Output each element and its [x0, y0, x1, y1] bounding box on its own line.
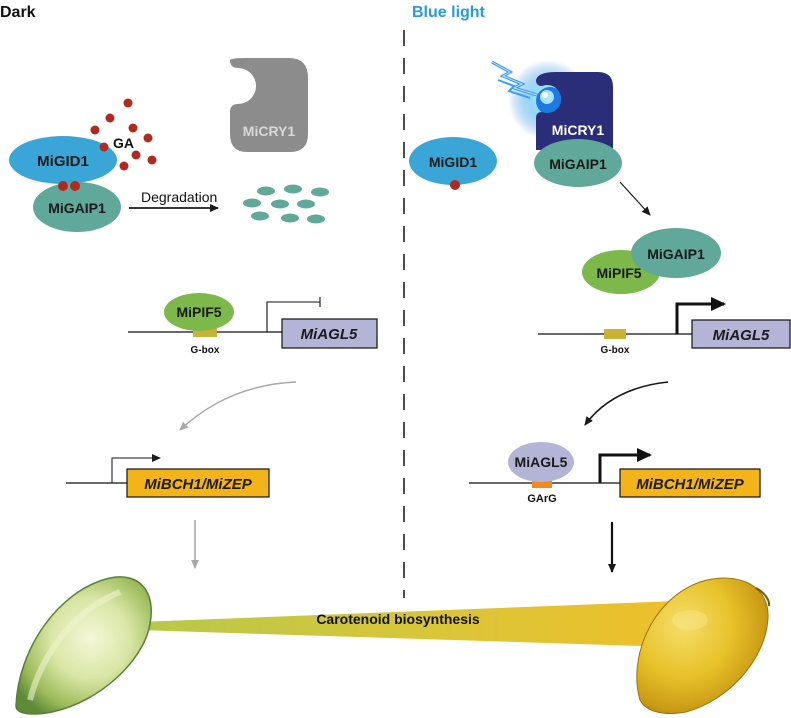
- blue-cry1-protein: [536, 72, 613, 150]
- dark-bch1-gene-box: [126, 468, 270, 498]
- dark-gid1-label: MiGID1: [37, 153, 89, 170]
- dark-gaip1-label: MiGAIP1: [48, 200, 106, 216]
- dark-free-ga-dots: [90, 98, 157, 171]
- carotenoid-label: Carotenoid biosynthesis: [316, 611, 480, 627]
- blue-gaip1-bound-label: MiGAIP1: [549, 156, 607, 172]
- dark-bch1-weak-tss: [111, 454, 161, 483]
- blue-agl5-gene-box: [691, 319, 791, 349]
- carotenoid-band: [138, 600, 704, 648]
- dark-agl5-gene-box: [281, 318, 378, 349]
- yellow-mango: [636, 577, 771, 714]
- blue-gbox-element: [604, 329, 626, 339]
- dark-bch1-gene-label: MiBCH1/MiZEP: [144, 476, 253, 493]
- dark-agl5-to-bch1-arrow: [179, 381, 297, 431]
- dark-agl5-repressed-tss: [266, 301, 320, 332]
- blue-gaip1-label: MiGAIP1: [647, 246, 705, 262]
- blue-panel: MiCRY1 MiGAIP1 MiGID1 MiPIF5 MiGAIP1 G-b…: [409, 60, 791, 573]
- blue-gid1-label: MiGID1: [429, 154, 477, 170]
- dark-gaip1-protein: [33, 182, 121, 232]
- dark-panel: MiGID1 MiGAIP1 GA MiCRY1 Degradation: [9, 58, 378, 569]
- dark-cry1-label: MiCRY1: [243, 123, 296, 139]
- degraded-gaip1-fragments: [243, 184, 329, 224]
- dark-gbox-element: [193, 327, 217, 337]
- blue-garg-label: GArG: [527, 493, 556, 505]
- blue-gaip1-bound-protein: [534, 139, 622, 187]
- blue-gid1-protein: [409, 137, 497, 185]
- blue-bch1-gene-box: [619, 468, 761, 498]
- blue-gbox-label: G-box: [601, 345, 630, 356]
- blue-agl5-protein: [508, 442, 574, 482]
- blue-bch1-gene-label: MiBCH1/MiZEP: [636, 476, 745, 493]
- blue-cry1-label: MiCRY1: [552, 122, 605, 138]
- blue-gaip1-protein: [631, 228, 721, 278]
- dark-panel-title: Dark: [0, 4, 36, 21]
- blue-bch1-active-tss: [598, 448, 652, 483]
- dark-pif5-protein: [164, 293, 234, 331]
- blue-garg-element: [532, 478, 552, 488]
- dark-gbox-label: G-box: [191, 345, 220, 356]
- blue-pif5-label: MiPIF5: [596, 265, 641, 281]
- dark-cry1-protein: [230, 58, 308, 152]
- blue-agl5-gene-label: MiAGL5: [713, 327, 770, 344]
- blue-agl5-protein-label: MiAGL5: [515, 454, 568, 470]
- dark-bound-ga-dots: [58, 181, 80, 191]
- green-mango: [15, 576, 152, 715]
- blue-gid1-ga-dot: [450, 180, 460, 190]
- dark-pif5-label: MiPIF5: [176, 304, 221, 320]
- dark-gid1-protein: [9, 136, 117, 184]
- blue-agl5-active-tss: [675, 297, 726, 334]
- blue-light-panel-title: Blue light: [412, 4, 486, 21]
- degradation-label: Degradation: [141, 189, 217, 205]
- dark-ga-label: GA: [113, 135, 134, 151]
- dark-agl5-gene-label: MiAGL5: [301, 326, 358, 343]
- blue-agl5-to-bch1-arrow: [584, 381, 669, 426]
- blue-cry1-to-complex-arrow: [619, 181, 651, 216]
